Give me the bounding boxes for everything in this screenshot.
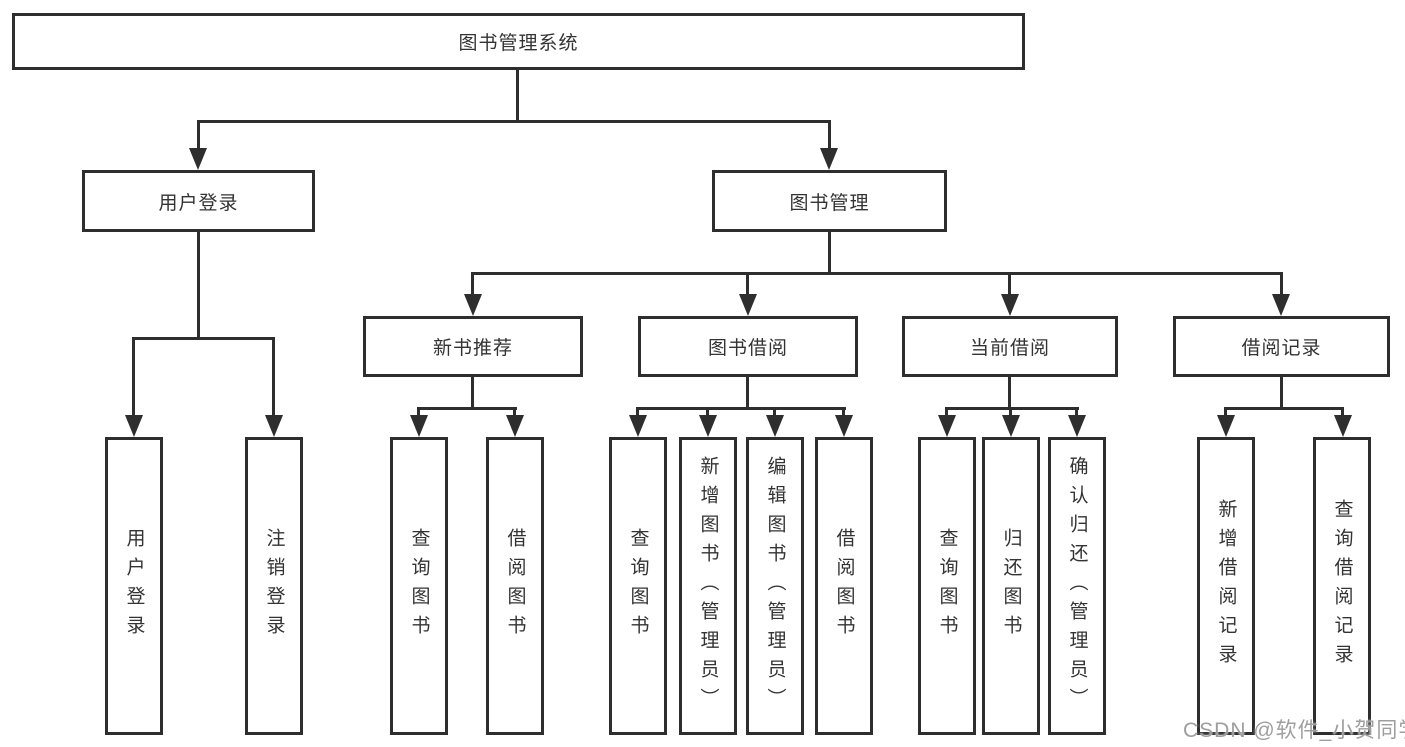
connector-stem [471, 272, 474, 296]
arrow-down-icon [835, 415, 853, 437]
node-user-login: 用户登录 [82, 170, 315, 232]
leaf-edit-book-admin: 编辑图书（管理员） [746, 437, 804, 735]
leaf-label: 借阅图书 [504, 528, 526, 644]
leaf-add-book-admin: 新增图书（管理员） [679, 437, 737, 735]
connector-stem [1224, 407, 1227, 417]
arrow-down-icon [739, 294, 757, 316]
arrow-down-icon [189, 148, 207, 170]
leaf-label: 查询借阅记录 [1331, 499, 1353, 673]
connector-stub [1008, 377, 1011, 409]
connector-stem [1341, 407, 1344, 417]
connector-stem [1008, 272, 1011, 296]
arrow-down-icon [820, 148, 838, 170]
connector-stub [1280, 377, 1283, 409]
csdn-watermark: CSDN @软件_小贺同学 [1183, 719, 1405, 742]
connector-stub [746, 377, 749, 409]
arrow-down-icon [265, 415, 283, 437]
leaf-label: 用户登录 [123, 528, 145, 644]
connector-stem [1009, 407, 1012, 417]
leaf-label: 查询图书 [936, 528, 958, 644]
connector-user-login-stub [197, 232, 200, 338]
connector-stem [842, 407, 845, 417]
leaf-confirm-return-admin: 确认归还（管理员） [1048, 437, 1106, 735]
connector-stem [272, 337, 275, 417]
leaf-borrow-books: 借阅图书 [486, 437, 544, 735]
arrow-down-icon [938, 415, 956, 437]
connector-stem [945, 407, 948, 417]
arrow-down-icon [1272, 294, 1290, 316]
arrow-down-icon [1002, 415, 1020, 437]
connector-rail [417, 407, 517, 410]
connector-stub [471, 377, 474, 409]
arrow-down-icon [410, 415, 428, 437]
node-label: 新书推荐 [432, 338, 513, 359]
arrow-down-icon [766, 415, 784, 437]
leaf-label: 借阅图书 [833, 528, 855, 644]
leaf-query-books: 查询图书 [918, 437, 976, 735]
leaf-label: 新增图书（管理员） [697, 455, 719, 717]
node-label: 图书管理 [789, 192, 870, 214]
connector-rail [1224, 407, 1344, 410]
connector-stem-book-management [828, 120, 831, 150]
arrow-down-icon [464, 294, 482, 316]
leaf-borrow-books: 借阅图书 [815, 437, 873, 735]
node-new-book-recommendation: 新书推荐 [363, 316, 583, 377]
connector-stem [706, 407, 709, 417]
connector-stem-user-login [197, 120, 200, 150]
node-book-borrowing: 图书借阅 [638, 316, 858, 377]
leaf-label: 查询图书 [627, 528, 649, 644]
arrow-down-icon [506, 415, 524, 437]
arrow-down-icon [1068, 415, 1086, 437]
node-borrowing-records: 借阅记录 [1173, 316, 1390, 377]
node-book-management: 图书管理 [712, 170, 947, 232]
connector-user-login-rail [132, 337, 275, 340]
node-label: 借阅记录 [1241, 338, 1322, 359]
node-library-management-system: 图书管理系统 [12, 13, 1025, 70]
arrow-down-icon [1334, 415, 1352, 437]
leaf-logout: 注销登录 [245, 437, 303, 735]
connector-stem [636, 407, 639, 417]
leaf-label: 新增借阅记录 [1215, 499, 1237, 673]
connector-stem [417, 407, 420, 417]
connector-book-management-stub [828, 232, 831, 274]
leaf-user-login: 用户登录 [105, 437, 163, 735]
leaf-query-books: 查询图书 [609, 437, 667, 735]
connector-stem [1280, 272, 1283, 296]
leaf-label: 查询图书 [408, 528, 430, 644]
connector-rail [945, 407, 1079, 410]
leaf-query-borrow-record: 查询借阅记录 [1313, 437, 1371, 735]
connector-stem [132, 337, 135, 417]
connector-stem [513, 407, 516, 417]
node-label: 当前借阅 [969, 338, 1050, 359]
arrow-down-icon [125, 415, 143, 437]
connector-stem [1075, 407, 1078, 417]
leaf-label: 编辑图书（管理员） [764, 455, 786, 717]
leaf-label: 注销登录 [263, 528, 285, 644]
node-label: 图书管理系统 [458, 33, 579, 54]
leaf-label: 归还图书 [1000, 528, 1022, 644]
leaf-query-books: 查询图书 [390, 437, 448, 735]
connector-level3-rail [471, 272, 1283, 275]
node-label: 图书借阅 [707, 338, 788, 359]
arrow-down-icon [1217, 415, 1235, 437]
leaf-return-books: 归还图书 [982, 437, 1040, 735]
connector-rail [636, 407, 846, 410]
connector-root-stub [516, 70, 519, 120]
leaf-add-borrow-record: 新增借阅记录 [1197, 437, 1255, 735]
node-label: 用户登录 [158, 192, 239, 214]
arrow-down-icon [1001, 294, 1019, 316]
connector-level2-rail [197, 120, 831, 123]
leaf-label: 确认归还（管理员） [1066, 455, 1088, 717]
connector-stem [773, 407, 776, 417]
arrow-down-icon [629, 415, 647, 437]
node-current-borrowing: 当前借阅 [902, 316, 1118, 377]
connector-stem [746, 272, 749, 296]
arrow-down-icon [699, 415, 717, 437]
